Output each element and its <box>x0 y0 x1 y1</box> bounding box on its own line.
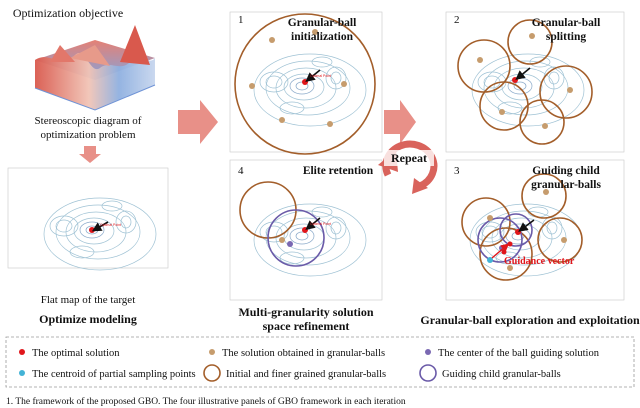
right-arrow-icon <box>178 100 218 144</box>
panel-elite-retention: Optimal Point 4 Elite retention <box>229 159 383 301</box>
repeat-cycle: Repeat <box>378 140 438 194</box>
legend-centroid: The centroid of partial sampling points <box>32 369 196 380</box>
arrow-icon <box>515 67 531 81</box>
middle-heading-1: Multi-granularity solution <box>238 305 373 319</box>
panel-number-1: 1 <box>238 14 244 26</box>
panel-title-2a: Granular-ball <box>532 17 601 29</box>
optimal-point-label: Optimal Point <box>310 222 331 226</box>
middle-heading-2: space refinement <box>263 319 350 333</box>
stereo-caption-2: optimization problem <box>40 129 135 141</box>
repeat-label: Repeat <box>391 151 427 165</box>
centroid-point <box>487 257 493 263</box>
objective-title: Optimization objective <box>13 6 123 20</box>
flat-caption: Flat map of the target <box>41 294 136 306</box>
panel-guiding: 3 Guiding child granular-balls Guidance … <box>445 159 625 301</box>
legend-guide-center: The center of the ball guiding solution <box>438 348 600 359</box>
panel-title-1b: initialization <box>291 31 354 43</box>
arrow-icon <box>305 217 321 231</box>
guide-center-point <box>287 241 293 247</box>
legend-solution: The solution obtained in granular-balls <box>222 348 385 359</box>
panel-number-3: 3 <box>454 165 460 177</box>
down-arrow-icon <box>79 146 101 163</box>
initial-granular-ball <box>234 13 376 155</box>
guidance-vector-arrow <box>491 243 510 259</box>
legend-guide-balls: Guiding child granular-balls <box>442 369 561 380</box>
stereo-caption-1: Stereoscopic diagram of <box>35 115 142 127</box>
optimal-point <box>89 227 95 233</box>
optimal-point-label: Optimal Point <box>100 223 121 227</box>
panel-title-1a: Granular-ball <box>288 17 357 29</box>
optimal-point-label: Optimal Point <box>310 74 331 78</box>
panel-initialization: Optimal Point 1 Granular-ball initializa… <box>229 11 383 155</box>
flat-map-panel: Optimal Point <box>7 167 169 271</box>
panel-title-2b: splitting <box>546 31 587 43</box>
optimal-point <box>512 77 518 83</box>
middle-column: Optimal Point 1 Granular-ball initializa… <box>229 11 383 333</box>
guiding-ball <box>267 209 325 267</box>
left-heading: Optimize modeling <box>39 312 137 326</box>
legend: The optimal solution The solution obtain… <box>5 336 635 388</box>
guiding-ball <box>477 217 523 263</box>
right-heading: Granular-ball exploration and exploitati… <box>420 313 640 327</box>
optimal-point <box>302 79 308 85</box>
figure-footer: 1. The framework of the proposed GBO. Th… <box>6 396 406 407</box>
right-arrow-icon-2 <box>384 100 416 144</box>
optimal-point <box>302 227 308 233</box>
left-column: Optimization objective Stereoscopic diag… <box>7 6 169 326</box>
panel-title-3a: Guiding child <box>532 165 600 177</box>
right-column: 2 Granular-ball splitting 3 <box>420 11 640 327</box>
panel-number-2: 2 <box>454 14 460 26</box>
legend-balls: Initial and finer grained granular-balls <box>226 369 386 380</box>
guidance-vector-label: Guidance vector <box>504 256 575 267</box>
arrow-icon <box>518 219 535 232</box>
optimal-point <box>515 229 521 235</box>
legend-optimal: The optimal solution <box>32 348 120 359</box>
guiding-ball <box>499 213 533 247</box>
panel-number-4: 4 <box>238 165 244 177</box>
arrow-icon <box>91 221 109 232</box>
panel-splitting: 2 Granular-ball splitting <box>445 11 625 153</box>
stereoscopic-surface <box>34 25 156 111</box>
panel-title-3b: granular-balls <box>531 179 601 191</box>
panel-title-4: Elite retention <box>303 165 374 177</box>
arrow-icon <box>305 69 321 83</box>
